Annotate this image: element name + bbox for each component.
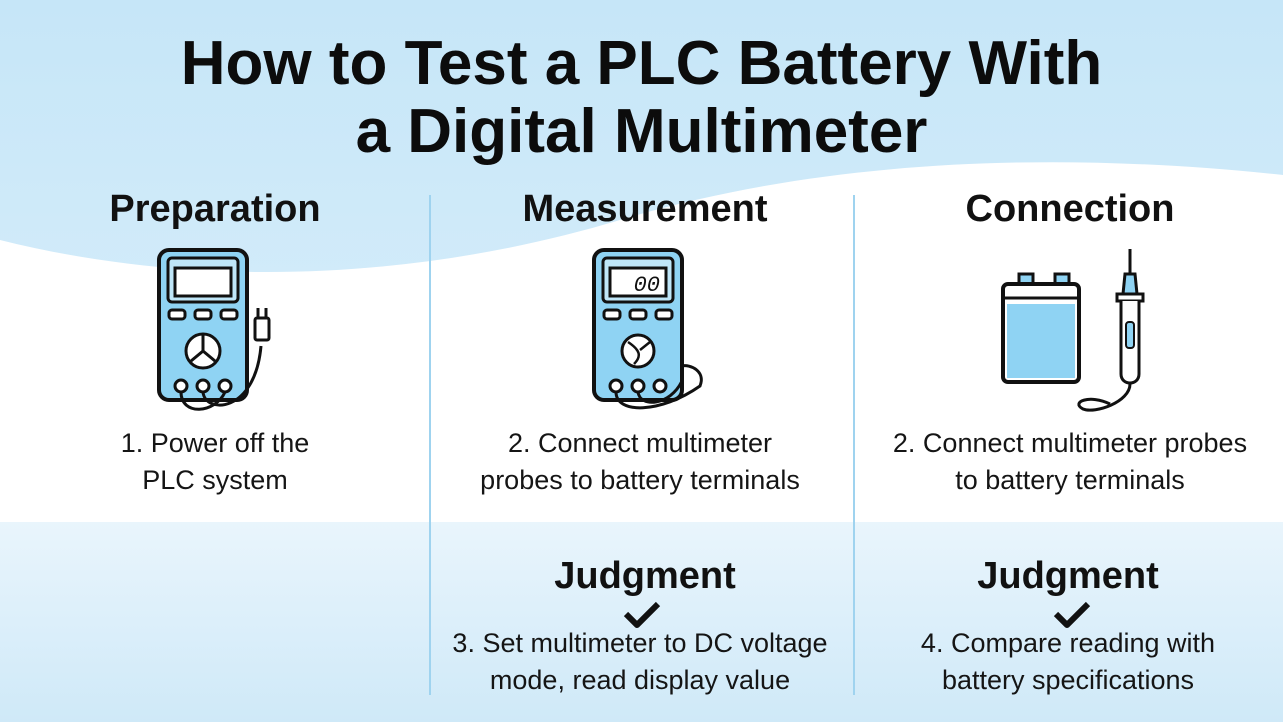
multimeter-with-plug-icon	[157, 248, 271, 411]
judgment-heading-2: Judgment	[977, 555, 1159, 597]
multimeter-display: 00	[634, 273, 660, 298]
judgment-heading-1: Judgment	[554, 555, 736, 597]
column-divider	[853, 195, 855, 695]
checkmark-icon	[623, 601, 661, 628]
heading-measurement: Measurement	[522, 188, 768, 230]
battery-and-probe-icon	[1001, 249, 1145, 412]
column-divider	[429, 195, 431, 695]
heading-preparation: Preparation	[109, 188, 321, 230]
multimeter-icon: 00	[592, 248, 703, 410]
title-line-1: How to Test a PLC Battery With	[180, 29, 1103, 98]
heading-connection: Connection	[965, 188, 1175, 230]
checkmark-icon	[1053, 601, 1091, 628]
title-line-2: a Digital Multimeter	[355, 97, 928, 166]
page-title: How to Test a PLC Battery With a Digital…	[0, 30, 1283, 166]
